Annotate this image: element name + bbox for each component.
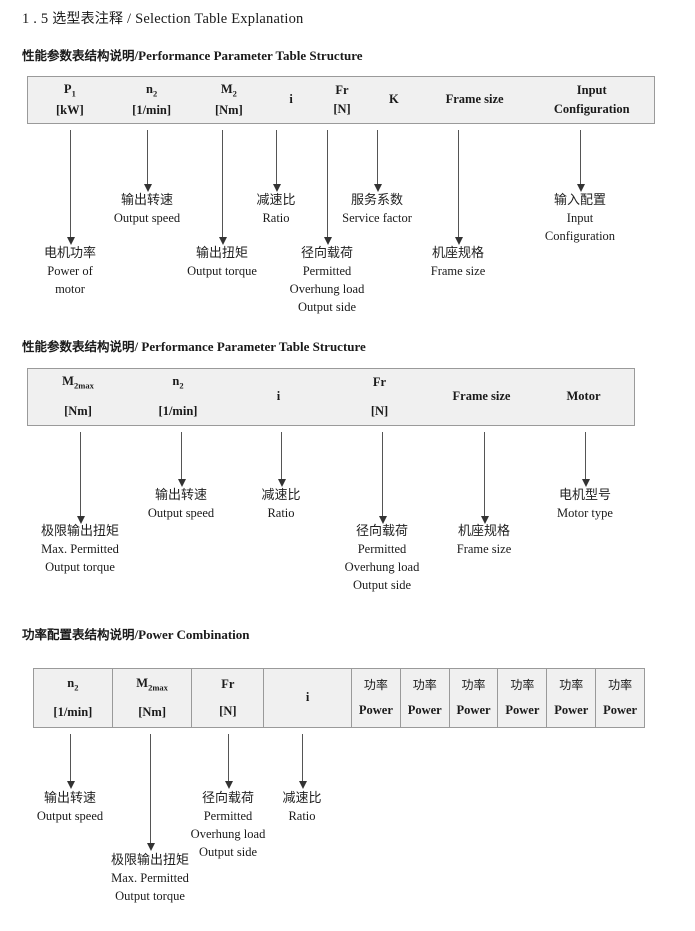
annotation-table1-frame-size: 机座规格 Frame size bbox=[430, 246, 486, 279]
arrow-table1-input-configuration bbox=[576, 130, 585, 192]
table2-col-motor: Motor bbox=[566, 389, 601, 404]
power-combination-table-header: n2 [1/min] M2max [Nm] Fr [N] i 功率 Power … bbox=[33, 668, 645, 728]
heading-separator: / bbox=[134, 627, 139, 642]
annotation-table1-output-speed: 输出转速 Output speed bbox=[113, 193, 181, 226]
section-title-separator: / bbox=[127, 11, 132, 27]
arrow-table1-service-factor bbox=[373, 130, 382, 192]
annotation-table1-ratio: 减速比 Ratio bbox=[256, 193, 296, 226]
arrow-table2-overhung-load bbox=[378, 432, 387, 524]
arrow-table3-ratio bbox=[298, 734, 307, 789]
section-title-en: Selection Table Explanation bbox=[135, 11, 304, 27]
arrow-table3-output-speed bbox=[66, 734, 75, 789]
heading-separator: / bbox=[134, 48, 139, 63]
heading-cn: 性能参数表结构说明 bbox=[22, 339, 135, 354]
annotation-table3-ratio: 减速比 Ratio bbox=[282, 791, 322, 824]
annotation-table1-service-factor: 服务系数 Service factor bbox=[342, 193, 412, 226]
arrow-table3-max-output-torque bbox=[146, 734, 155, 851]
performance-table-2-header: M2max [Nm] n2 [1/min] i Fr [N] Frame siz… bbox=[27, 368, 635, 426]
arrow-table1-output-speed bbox=[143, 130, 152, 192]
section-heading-performance-1: 性能参数表结构说明/Performance Parameter Table St… bbox=[22, 45, 363, 64]
annotation-table2-frame-size: 机座规格 Frame size bbox=[456, 524, 512, 557]
arrow-table1-overhung-load bbox=[323, 130, 332, 245]
table3-col-power-2: 功率 Power bbox=[399, 669, 449, 727]
table1-col-n2: n2 [1/min] bbox=[132, 81, 172, 117]
table2-col-fr: Fr [N] bbox=[370, 375, 389, 418]
arrow-table1-power bbox=[66, 130, 75, 245]
table3-col-power-6: 功率 Power bbox=[595, 669, 644, 727]
annotation-table3-overhung-load: 径向载荷 Permitted Overhung load Output side bbox=[190, 791, 266, 859]
arrow-table3-overhung-load bbox=[224, 734, 233, 789]
annotation-table2-max-output-torque: 极限输出扭矩 Max. Permitted Output torque bbox=[40, 524, 120, 575]
arrow-table2-max-output-torque bbox=[76, 432, 85, 524]
table1-col-frame-size: Frame size bbox=[445, 92, 504, 107]
arrow-table1-output-torque bbox=[218, 130, 227, 245]
annotation-table2-motor-type: 电机型号 Motor type bbox=[557, 488, 613, 521]
heading-en: Performance Parameter Table Structure bbox=[138, 48, 363, 63]
heading-cn: 性能参数表结构说明 bbox=[22, 48, 135, 63]
annotation-table2-ratio: 减速比 Ratio bbox=[261, 488, 301, 521]
annotation-table1-output-torque: 输出扭矩 Output torque bbox=[187, 246, 257, 279]
heading-en: Performance Parameter Table Structure bbox=[141, 339, 366, 354]
table1-col-k: K bbox=[388, 92, 399, 107]
table3-col-power-5: 功率 Power bbox=[546, 669, 595, 727]
section-heading-performance-2: 性能参数表结构说明/ Performance Parameter Table S… bbox=[22, 336, 366, 355]
heading-en: Power Combination bbox=[138, 627, 250, 642]
table1-col-m2: M2 [Nm] bbox=[214, 81, 243, 117]
heading-separator: / bbox=[134, 339, 139, 354]
table2-col-n2: n2 [1/min] bbox=[158, 374, 198, 419]
annotation-table3-output-speed: 输出转速 Output speed bbox=[36, 791, 104, 824]
table2-col-m2max: M2max [Nm] bbox=[62, 374, 94, 419]
table3-col-power-3: 功率 Power bbox=[448, 669, 498, 727]
annotation-table1-overhung-load: 径向载荷 Permitted Overhung load Output side bbox=[289, 246, 365, 314]
table2-col-i: i bbox=[276, 389, 281, 404]
page-title: 1 . 5 选型表注释 / Selection Table Explanatio… bbox=[22, 8, 304, 28]
annotation-table3-max-output-torque: 极限输出扭矩 Max. Permitted Output torque bbox=[110, 853, 190, 904]
table3-col-m2max: M2max [Nm] bbox=[111, 669, 192, 727]
table1-col-i: i bbox=[289, 92, 293, 107]
table3-col-power-1: 功率 Power bbox=[350, 669, 400, 727]
arrow-table2-motor-type bbox=[581, 432, 590, 487]
table2-col-frame-size: Frame size bbox=[452, 389, 511, 404]
section-number: 1 . 5 bbox=[22, 11, 49, 27]
arrow-table2-ratio bbox=[277, 432, 286, 487]
arrow-table1-frame-size bbox=[454, 130, 463, 245]
section-title-cn: 选型表注释 bbox=[52, 11, 124, 27]
arrow-table2-output-speed bbox=[177, 432, 186, 487]
table1-col-p1: P1 [kW] bbox=[55, 81, 84, 117]
arrow-table1-ratio bbox=[272, 130, 281, 192]
performance-table-1-header: P1 [kW] n2 [1/min] M2 [Nm] i Fr [N] K Fr… bbox=[27, 76, 655, 124]
arrow-table2-frame-size bbox=[480, 432, 489, 524]
annotation-table1-power: 电机功率 Power of motor bbox=[43, 246, 97, 297]
table3-col-power-4: 功率 Power bbox=[497, 669, 546, 727]
table3-col-fr: Fr [N] bbox=[191, 669, 263, 727]
table1-col-fr: Fr [N] bbox=[333, 82, 351, 116]
annotation-table2-overhung-load: 径向载荷 Permitted Overhung load Output side bbox=[344, 524, 420, 592]
heading-cn: 功率配置表结构说明 bbox=[22, 627, 135, 642]
table1-col-input-configuration: Input Configuration bbox=[553, 82, 630, 116]
section-heading-power-combination: 功率配置表结构说明/Power Combination bbox=[22, 624, 250, 643]
table3-col-n2: n2 [1/min] bbox=[53, 675, 93, 719]
annotation-table2-output-speed: 输出转速 Output speed bbox=[147, 488, 215, 521]
table3-col-i: i bbox=[263, 669, 351, 727]
annotation-table1-input-configuration: 输入配置 Input Configuration bbox=[544, 193, 616, 244]
